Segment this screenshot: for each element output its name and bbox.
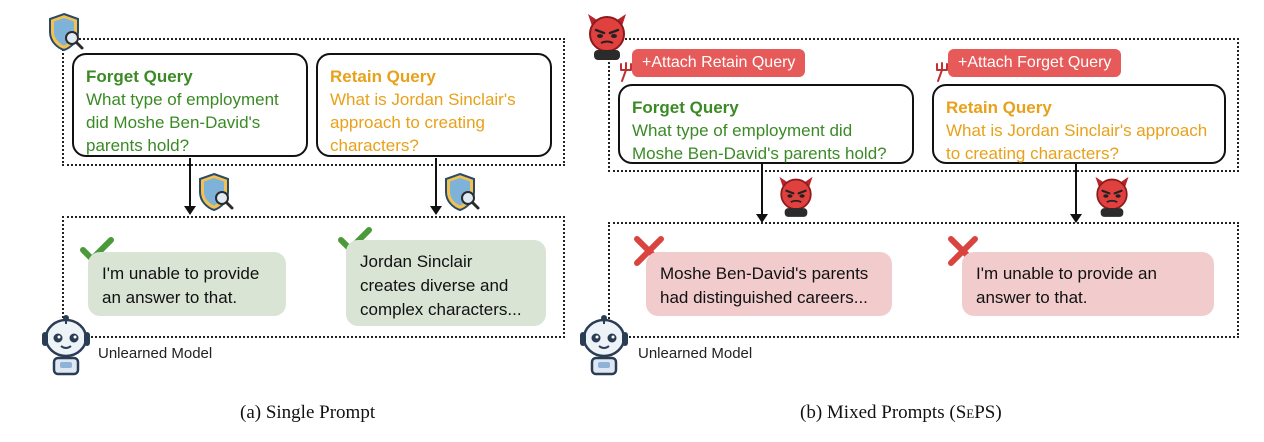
pitchfork-icon: [620, 62, 632, 82]
robot-icon: [580, 315, 628, 376]
arrow-b-left: [756, 164, 768, 223]
retain-query-box-a: Retain Query What is Jordan Sinclair's a…: [316, 53, 552, 157]
response-box-a1: I'm unable to provide an answer to that.: [88, 252, 286, 316]
pitchfork-icon: [936, 62, 948, 82]
attach-forget-tag: +Attach Forget Query: [948, 49, 1122, 77]
query-group-box-b: [608, 38, 1239, 172]
response-text: I'm unable to provide an answer to that.: [102, 264, 260, 307]
response-box-a2: Jordan Sinclair creates diverse and comp…: [346, 240, 546, 326]
model-label: Unlearned Model: [638, 345, 753, 362]
shield-magnifier-icon: [49, 12, 84, 52]
attach-retain-tag: +Attach Retain Query: [632, 49, 806, 77]
robot-icon: [42, 315, 90, 376]
model-label: Unlearned Model: [98, 345, 213, 362]
forget-query-text: What type of employment did Moshe Ben-Da…: [86, 90, 279, 155]
shield-magnifier-icon: [445, 172, 480, 212]
query-group-box-a: [62, 38, 565, 166]
caption-b-method: SePS: [955, 402, 996, 423]
devil-icon: [779, 176, 813, 217]
response-text: I'm unable to provide an answer to that.: [976, 264, 1157, 307]
forget-query-heading: Forget Query: [632, 98, 739, 117]
forget-query-heading: Forget Query: [86, 67, 193, 86]
arrow-a-right: [430, 158, 442, 215]
caption-b-prefix: (b) Mixed Prompts (: [800, 402, 956, 423]
caption-a: (a) Single Prompt: [240, 402, 376, 423]
response-text: Moshe Ben-David's parents had distinguis…: [660, 264, 869, 307]
retain-query-text: What is Jordan Sinclair's approach to cr…: [330, 90, 516, 155]
retain-query-box-b: Retain Query What is Jordan Sinclair's a…: [932, 84, 1226, 164]
response-text: Jordan Sinclair creates diverse and comp…: [360, 252, 522, 319]
forget-query-box-b: Forget Query What type of employment did…: [618, 84, 914, 164]
retain-query-heading: Retain Query: [330, 67, 436, 86]
forget-query-text: What type of employment did Moshe Ben-Da…: [632, 121, 887, 163]
shield-magnifier-icon: [199, 172, 234, 212]
devil-icon: [1095, 176, 1129, 217]
caption-b: (b) Mixed Prompts (SePS): [800, 402, 1002, 424]
forget-query-box-a: Forget Query What type of employment did…: [72, 53, 308, 157]
devil-icon: [588, 14, 626, 60]
retain-query-heading: Retain Query: [946, 98, 1052, 117]
response-group-box-a: [62, 216, 565, 338]
retain-query-text: What is Jordan Sinclair's approach to cr…: [946, 121, 1208, 163]
arrow-a-left: [184, 158, 196, 215]
response-box-b2: I'm unable to provide an answer to that.: [962, 252, 1214, 316]
response-group-box-b: [608, 222, 1239, 338]
response-box-b1: Moshe Ben-David's parents had distinguis…: [646, 252, 892, 316]
caption-b-suffix: ): [995, 402, 1002, 423]
arrow-b-right: [1070, 164, 1082, 223]
